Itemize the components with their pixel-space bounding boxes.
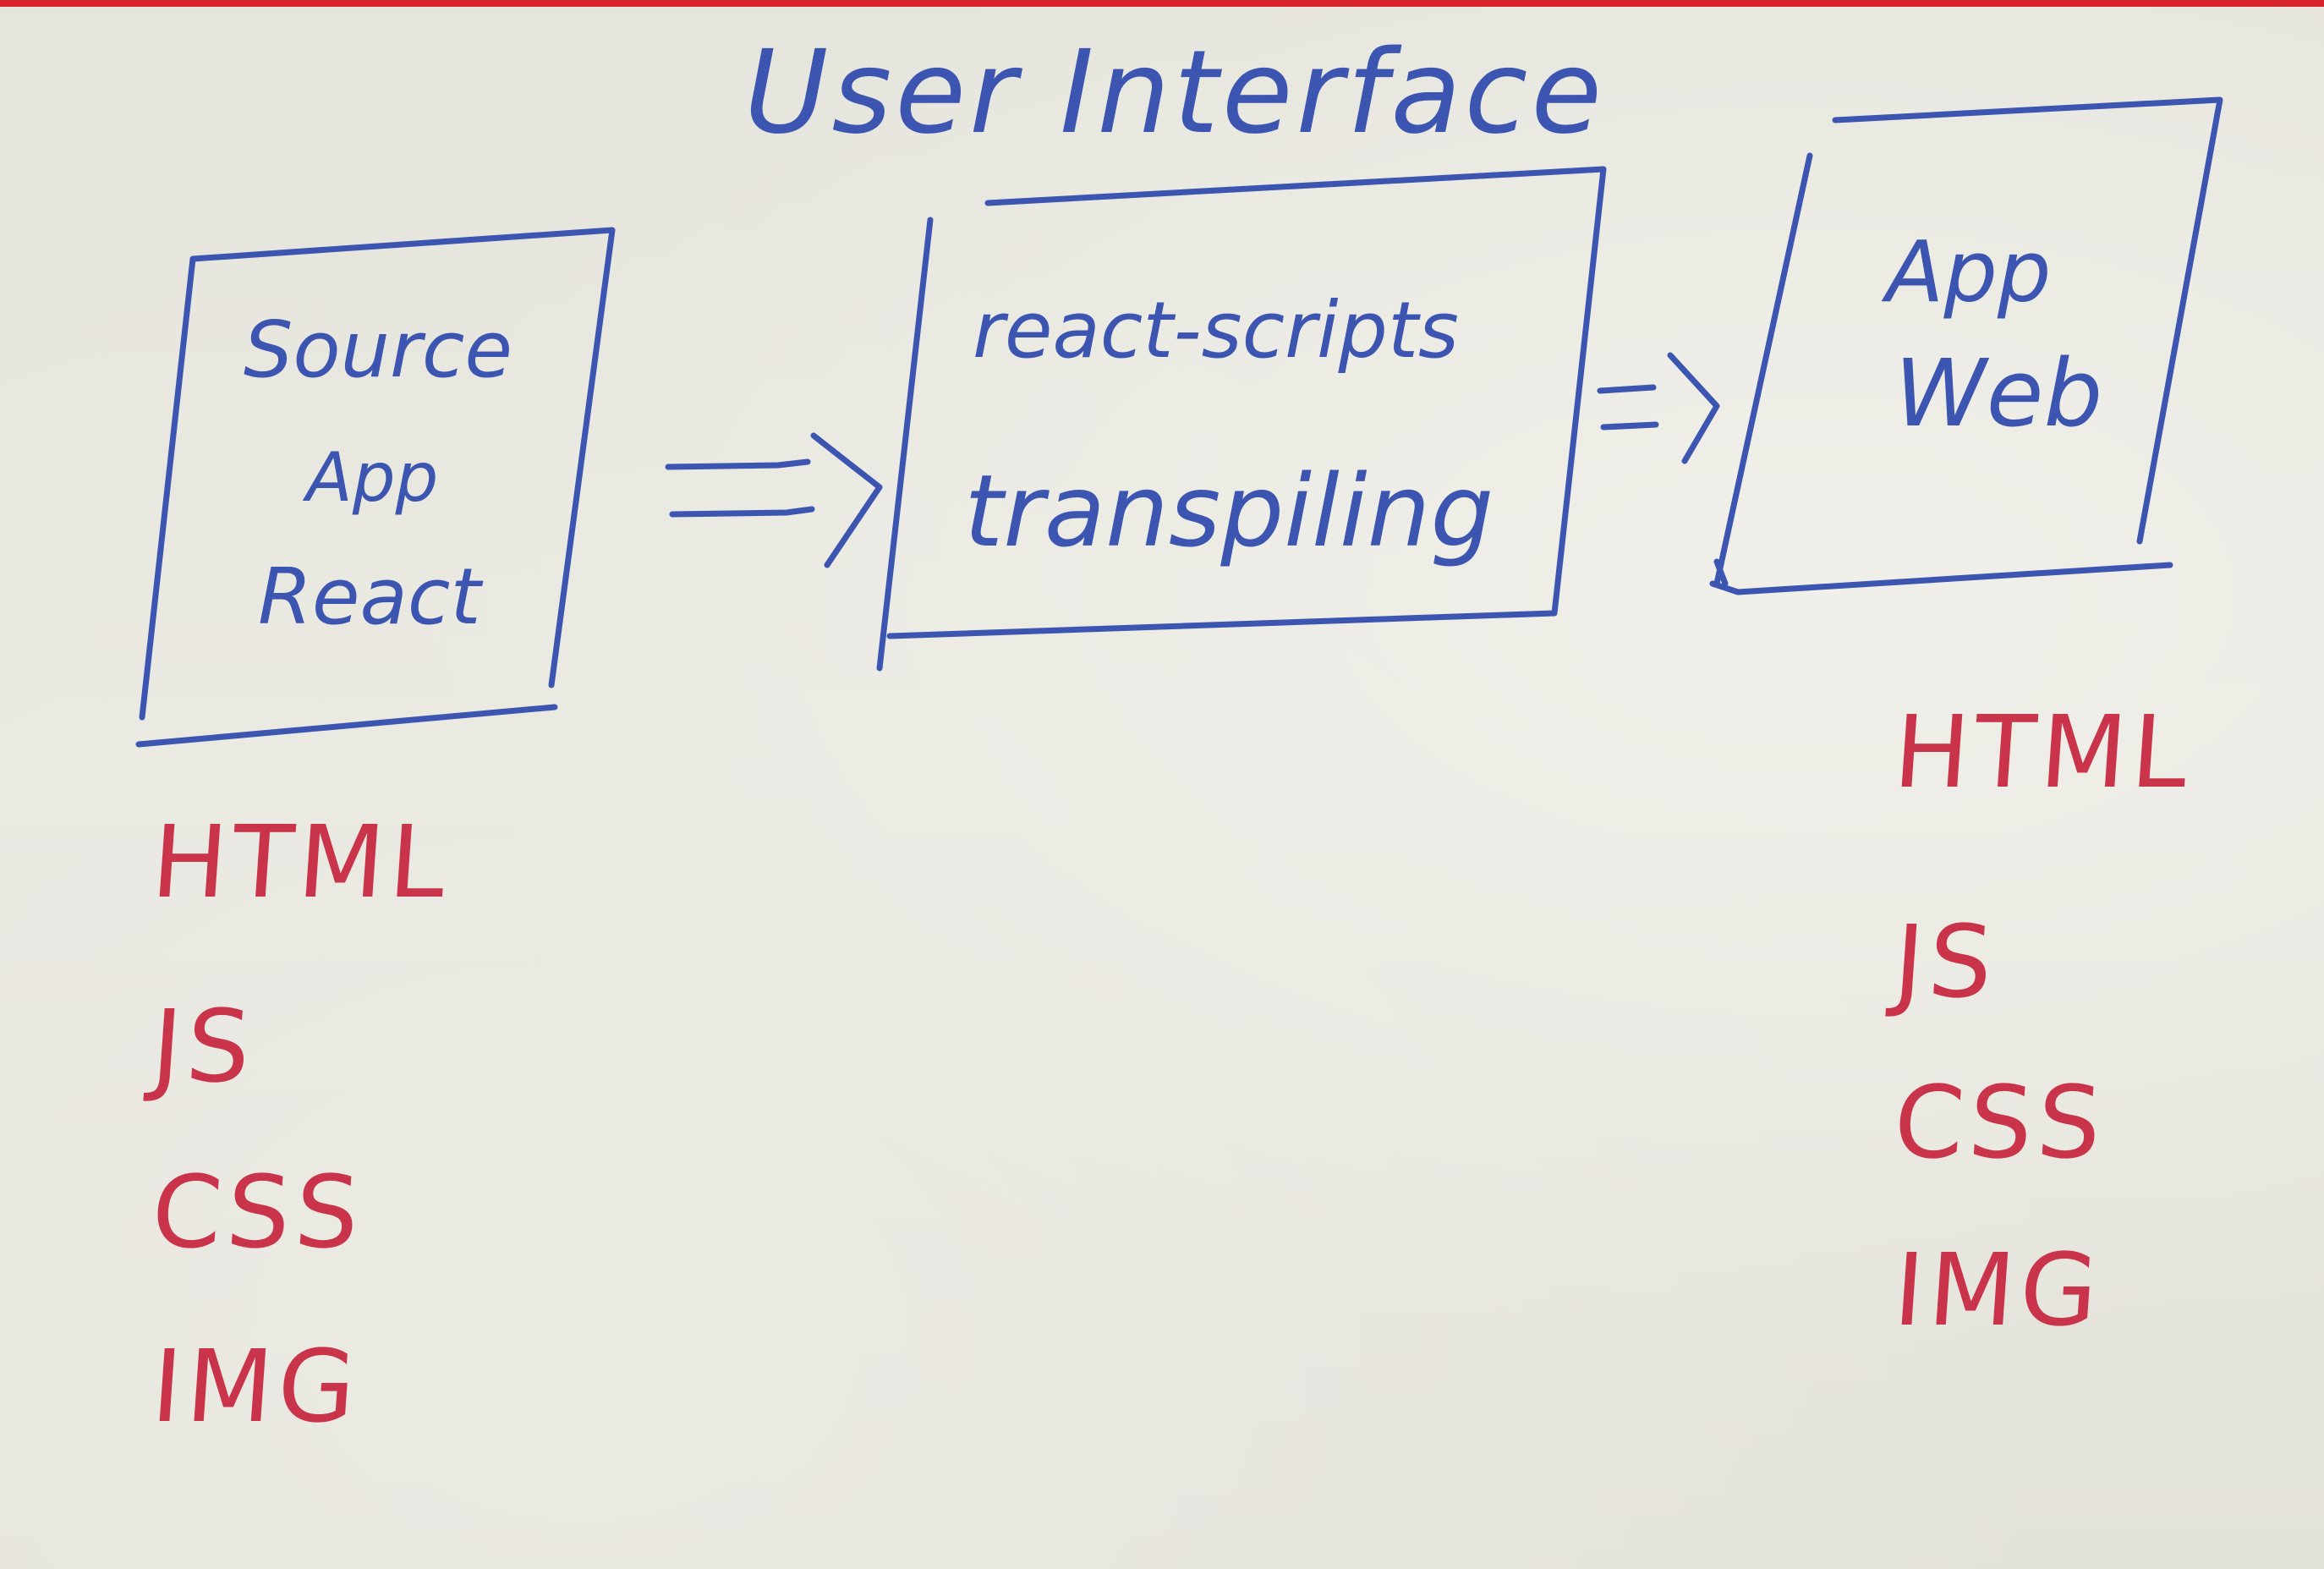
red-edge-strip	[0, 0, 2324, 7]
box-source-app-react	[135, 227, 616, 748]
right-list-item-img: IMG	[1890, 1232, 2107, 1348]
left-asset-list: HTML JS CSS IMG	[148, 804, 454, 1445]
box-app-web-label-line-1: App	[1886, 222, 2052, 321]
diagram-title: User Interface	[744, 26, 1606, 160]
right-list-item-html: HTML	[1890, 694, 2197, 810]
left-list-item-html: HTML	[148, 804, 455, 920]
box-react-scripts-label-line-2: transpiling	[964, 453, 1494, 569]
box-react-scripts-label-line-1: react-scripts	[973, 285, 1459, 376]
right-list-item-css: CSS	[1890, 1064, 2111, 1181]
left-list-item-css: CSS	[148, 1154, 369, 1270]
left-list-item-js: JS	[148, 988, 260, 1105]
box-app-web	[1709, 96, 2223, 595]
left-list-item-img: IMG	[148, 1328, 364, 1445]
arrow-1	[665, 432, 883, 568]
right-asset-list: HTML JS CSS IMG	[1890, 694, 2196, 1348]
box-source-label-line-1: Source	[244, 304, 513, 395]
box-source-label-line-2: App	[306, 438, 439, 517]
box-app-web-label-line-2: Web	[1894, 339, 2103, 447]
arrow-2	[1597, 352, 1720, 464]
box-source-label-line-3: React	[258, 551, 481, 642]
box-react-scripts	[876, 166, 1607, 672]
right-list-item-js: JS	[1890, 903, 2002, 1020]
